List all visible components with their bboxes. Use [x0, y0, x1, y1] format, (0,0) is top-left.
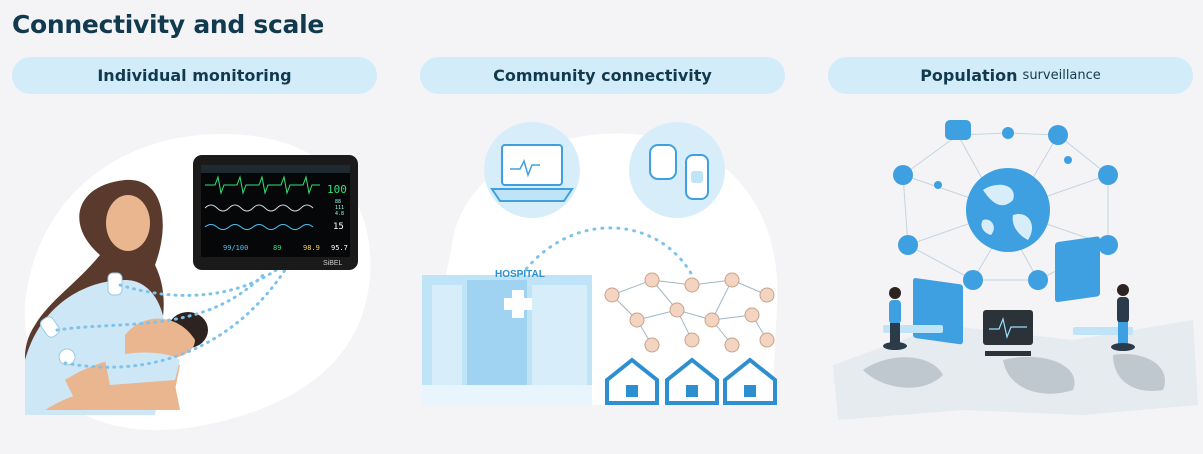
- baby-sensor: [39, 316, 61, 338]
- community-people: [604, 272, 775, 353]
- section-pill-individual-monitoring: Individual monitoring: [12, 57, 377, 94]
- globe-icon: [966, 168, 1050, 252]
- wireless-link-2: [63, 268, 287, 369]
- house-windows: [626, 385, 756, 397]
- baby-foot-sensor: [58, 348, 76, 366]
- section-label: Individual monitoring: [97, 66, 292, 85]
- map-continents: [863, 354, 1165, 394]
- section-pill-community-connectivity: Community connectivity: [420, 57, 785, 94]
- resp-trace: [204, 204, 314, 212]
- monitor-value-c: 95.7: [331, 244, 348, 252]
- hr-value: 100: [327, 183, 347, 196]
- spo2-value: 99/100: [223, 244, 248, 252]
- dashboard-screen-center: [983, 310, 1033, 356]
- section-label: Community connectivity: [493, 66, 712, 85]
- individual-monitoring-illustration: 100 88 111 4.8 15 99/100 89 98.9 95.7 Si…: [5, 105, 385, 450]
- analyst-person-left: [883, 287, 907, 350]
- section-pill-population-surveillance: Population surveillance: [828, 57, 1193, 94]
- analyst-person-right: [1111, 284, 1135, 351]
- wireless-link-3: [55, 271, 267, 332]
- patient-monitor-tablet: 100 88 111 4.8 15 99/100 89 98.9 95.7 Si…: [193, 155, 358, 270]
- globe-continents: [981, 184, 1033, 240]
- monitor-small-3: 4.8: [335, 211, 344, 217]
- monitor-small-2: 111: [335, 205, 344, 211]
- ecg-trace: [205, 175, 320, 195]
- population-surveillance-illustration: [823, 105, 1203, 450]
- wearable-sensors-icon: [649, 144, 709, 200]
- monitor-value-b: 89: [273, 244, 281, 252]
- house-icon: [605, 357, 777, 405]
- spo2-trace: [204, 224, 314, 230]
- monitor-small-1: 88: [335, 199, 341, 205]
- temp-value: 98.9: [303, 244, 320, 252]
- chest-sensor: [107, 272, 123, 296]
- network-nodes: [893, 120, 1118, 290]
- page-title: Connectivity and scale: [12, 10, 324, 39]
- hospital-sign: HOSPITAL: [495, 269, 545, 280]
- section-label: Population: [920, 66, 1018, 85]
- section-label-suffix: surveillance: [1022, 68, 1101, 83]
- wireless-link-1: [118, 263, 285, 297]
- hospital-building: HOSPITAL: [422, 269, 592, 405]
- laptop-icon: [490, 144, 574, 202]
- rr-value: 15: [333, 222, 344, 232]
- monitor-brand: SiBEL: [323, 260, 343, 267]
- community-connectivity-illustration: HOSPITAL: [412, 105, 792, 450]
